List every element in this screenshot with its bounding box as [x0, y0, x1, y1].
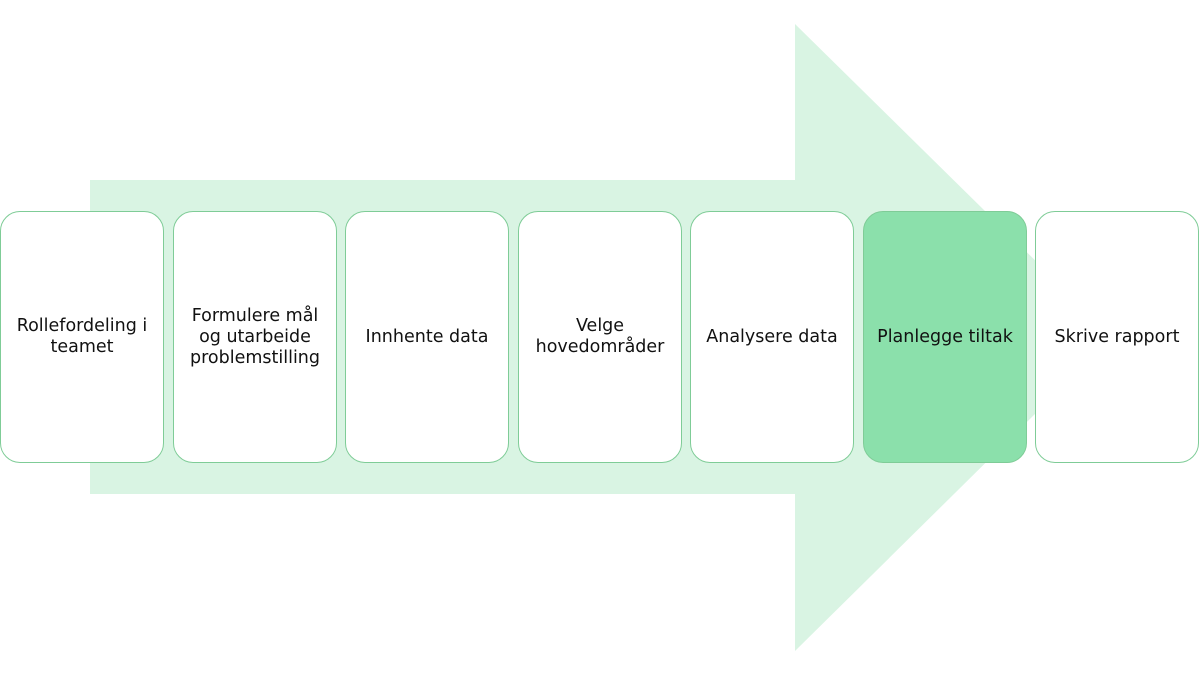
step-innhente-data: Innhente data: [345, 211, 509, 463]
step-label: Formulere mål og utarbeide problemstilli…: [189, 305, 321, 368]
step-analysere-data: Analysere data: [690, 211, 854, 463]
step-label: Planlegge tiltak: [877, 326, 1013, 347]
step-formulere-maal: Formulere mål og utarbeide problemstilli…: [173, 211, 337, 463]
step-label: Skrive rapport: [1054, 326, 1180, 347]
step-label: Innhente data: [365, 326, 489, 347]
step-label: Analysere data: [706, 326, 838, 347]
step-rollefordeling: Rollefordeling i teamet: [0, 211, 164, 463]
step-planlegge-tiltak: Planlegge tiltak: [863, 211, 1027, 463]
step-velge-hovedomraader: Velge hovedområder: [518, 211, 682, 463]
step-label: Velge hovedområder: [535, 316, 665, 357]
step-skrive-rapport: Skrive rapport: [1035, 211, 1199, 463]
step-label: Rollefordeling i teamet: [16, 316, 148, 357]
